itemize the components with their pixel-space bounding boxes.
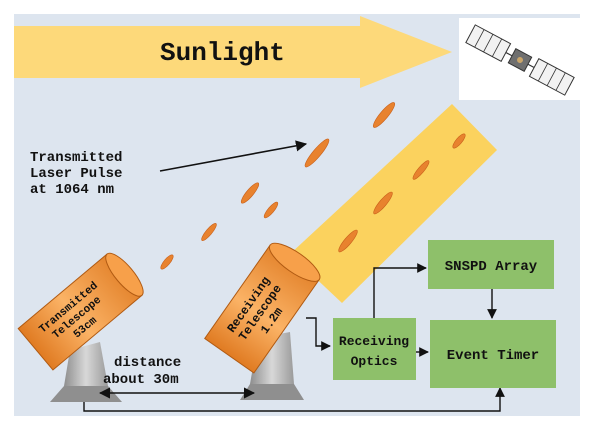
return-pulse-2 — [373, 191, 393, 215]
pulse-3 — [240, 182, 260, 204]
receiving-optics-box — [333, 318, 416, 380]
optics-to-snspd — [373, 263, 427, 318]
receiving-optics-label-line1: Receiving — [339, 334, 409, 349]
transmitted-pulses — [160, 102, 396, 270]
sunlight-label: Sunlight — [160, 38, 285, 68]
event-timer-box — [430, 320, 556, 388]
receiving-optics-label-line2: Optics — [351, 354, 398, 369]
pulse-2 — [201, 223, 217, 241]
receive-beam — [290, 104, 497, 303]
laser-label-line2: Laser Pulse — [30, 166, 122, 182]
connectors — [83, 263, 505, 412]
rx-telescope-to-optics — [306, 317, 331, 351]
pulse-1 — [160, 254, 174, 270]
return-pulse-4 — [452, 133, 466, 149]
snspd-array-label: SNSPD Array — [445, 259, 538, 275]
returning-pulses — [338, 133, 466, 253]
pulse-4 — [263, 201, 279, 219]
distance-label-line2: about 30m — [103, 372, 179, 388]
return-pulse-3 — [412, 160, 430, 180]
event-timer-label: Event Timer — [447, 348, 539, 364]
transmit-to-timer — [83, 387, 505, 412]
satellite-image — [459, 18, 581, 100]
snspd-array-box — [428, 240, 554, 289]
laser-label-line1: Transmitted — [30, 150, 122, 166]
distance-label-line1: distance — [114, 355, 181, 371]
pulse-5 — [304, 138, 330, 168]
sunlight-arrow — [14, 16, 452, 88]
return-pulse-1 — [338, 229, 358, 253]
laser-label-line3: at 1064 nm — [30, 182, 114, 198]
laser-pointer-arrow — [159, 140, 308, 172]
laser-pulse-label: Transmitted Laser Pulse at 1064 nm — [30, 150, 122, 198]
pulse-6 — [372, 102, 396, 128]
